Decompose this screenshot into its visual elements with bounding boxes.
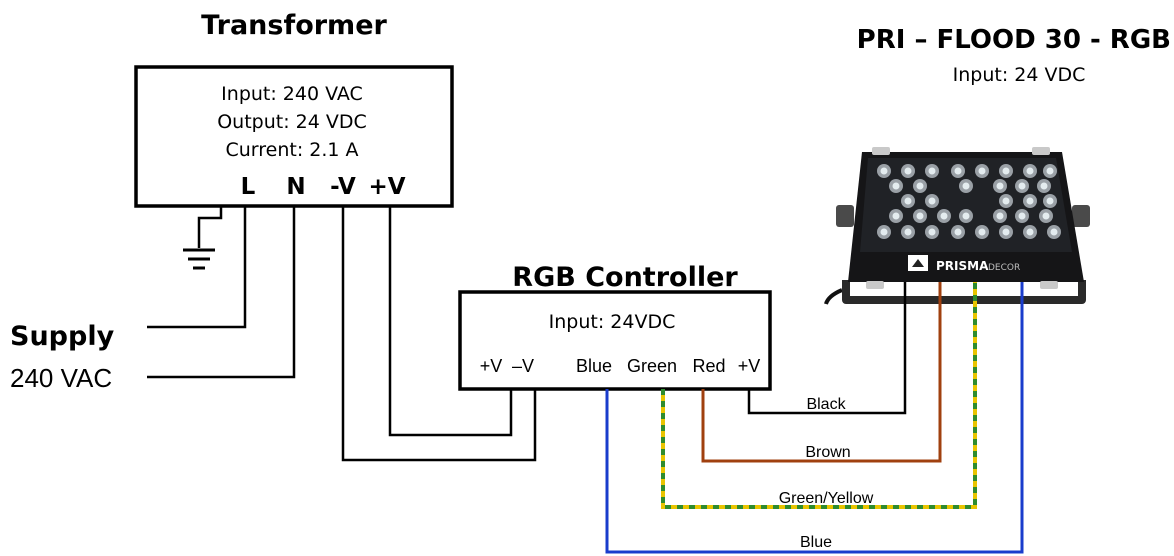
brown-wire — [701, 282, 942, 463]
controller-terminal-red: Red — [692, 356, 725, 376]
led-lens — [1040, 182, 1048, 190]
led-lens — [880, 167, 888, 175]
led-lens — [978, 228, 986, 236]
transformer-box — [134, 65, 454, 208]
led-lens — [904, 197, 912, 205]
led-lens — [892, 182, 900, 190]
led-lens — [916, 212, 924, 220]
green-yellow-wire-label: Green/Yellow — [779, 490, 874, 507]
transformer-output-label: Output: 24 VDC — [217, 111, 367, 133]
blue-wire — [605, 282, 1024, 554]
controller-input-label: Input: 24VDC — [549, 311, 676, 333]
led-lens — [996, 182, 1004, 190]
green-yellow-wire — [661, 282, 977, 509]
led-lens — [1026, 167, 1034, 175]
floodlight-brand-suffix: DECOR — [988, 263, 1020, 273]
ground-icon — [183, 206, 223, 270]
transformer-terminal-l: L — [241, 174, 256, 200]
led-lens — [940, 212, 948, 220]
controller-terminal-pos-v: +V — [480, 356, 503, 376]
led-lens — [1026, 197, 1034, 205]
led-lens — [1002, 228, 1010, 236]
led-lens — [1026, 228, 1034, 236]
led-lens — [962, 182, 970, 190]
led-lens — [996, 212, 1004, 220]
controller-terminal-blue: Blue — [576, 356, 612, 376]
led-lens — [978, 167, 986, 175]
led-lens — [1046, 167, 1054, 175]
led-lens — [1002, 197, 1010, 205]
controller-terminal-green: Green — [627, 356, 677, 376]
black-wire-label: Black — [806, 396, 846, 413]
blue-wire-label: Blue — [800, 534, 832, 551]
dc-wires — [341, 206, 537, 462]
led-lens — [954, 228, 962, 236]
led-lens — [928, 197, 936, 205]
led-lens — [1046, 197, 1054, 205]
controller-terminal-neg-v: –V — [512, 356, 534, 376]
led-lens — [1042, 212, 1050, 220]
supply-title: Supply — [10, 321, 115, 352]
led-array — [877, 164, 1061, 239]
led-lens — [962, 212, 970, 220]
led-lens — [1002, 167, 1010, 175]
controller-box — [458, 290, 772, 391]
black-wire — [747, 282, 907, 415]
transformer-current-label: Current: 2.1 A — [225, 139, 358, 161]
led-lens — [916, 182, 924, 190]
transformer-terminal-neg-v: -V — [330, 174, 356, 200]
transformer-input-label: Input: 240 VAC — [221, 83, 363, 105]
supply-voltage: 240 VAC — [10, 363, 112, 393]
floodlight-image — [824, 147, 1090, 305]
led-lens — [954, 167, 962, 175]
led-lens — [928, 228, 936, 236]
floodlight-title: PRI – FLOOD 30 - RGB — [857, 25, 1171, 55]
led-lens — [892, 212, 900, 220]
transformer-terminal-n: N — [286, 174, 305, 200]
transformer-terminal-pos-v: +V — [368, 174, 405, 200]
floodlight-input-label: Input: 24 VDC — [953, 64, 1086, 86]
led-lens — [1018, 182, 1026, 190]
transformer-title: Transformer — [201, 10, 387, 41]
led-lens — [904, 167, 912, 175]
brown-wire-label: Brown — [805, 444, 850, 461]
controller-terminal-out-pos-v: +V — [738, 356, 761, 376]
led-lens — [1050, 228, 1058, 236]
floodlight-brand: PRISMA — [936, 259, 989, 273]
controller-title: RGB Controller — [512, 262, 738, 293]
led-lens — [880, 228, 888, 236]
led-lens — [1018, 212, 1026, 220]
supply-wires — [147, 206, 296, 379]
led-lens — [928, 167, 936, 175]
led-lens — [904, 228, 912, 236]
